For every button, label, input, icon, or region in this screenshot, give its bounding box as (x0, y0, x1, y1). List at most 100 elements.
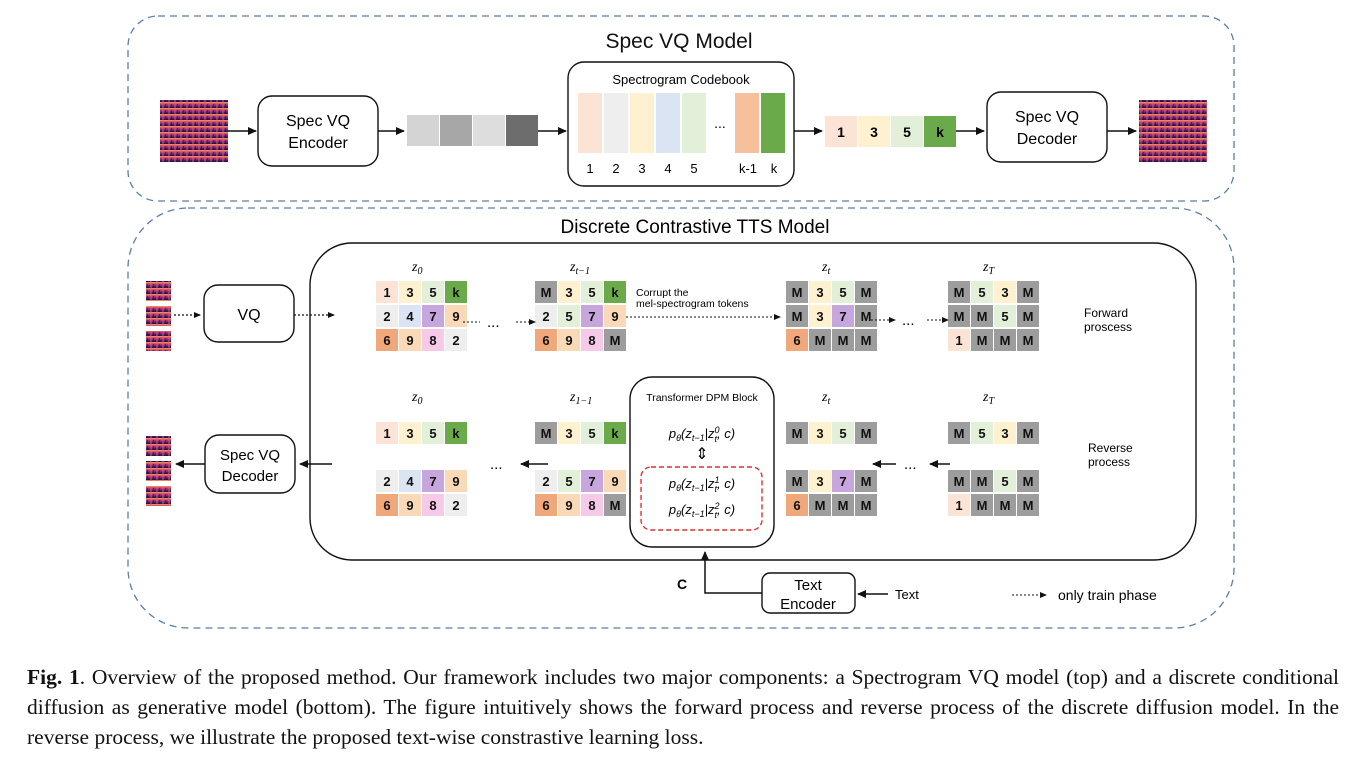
token-cell-label: M (838, 333, 849, 348)
reverse-ellipsis-1: ... (904, 456, 917, 473)
codebook-label-1: 1 (586, 161, 593, 176)
token-cell (855, 305, 877, 327)
token-cell-label: M (792, 426, 803, 441)
token-cell-label: 1 (383, 285, 390, 300)
text-encoder-box (761, 572, 856, 614)
token-cell-label: k (611, 426, 619, 441)
spec-vq-encoder-label-1: Spec VQ (286, 113, 350, 130)
token-cell (558, 305, 580, 327)
codebook-ellipsis: ... (714, 115, 726, 131)
forward-ellipsis-2: ... (902, 312, 915, 329)
token-cell-label: 9 (452, 309, 459, 324)
svg-text:z0: z0 (411, 260, 422, 277)
token-cell (971, 422, 993, 444)
token-cell-label: 2 (452, 498, 459, 513)
token-cell-label: 5 (1001, 474, 1008, 489)
token-cell (399, 470, 421, 492)
token-cell (855, 422, 877, 444)
token-cell (558, 470, 580, 492)
legend-label: only train phase (1058, 587, 1157, 603)
token-cell-label: M (861, 474, 872, 489)
svg-text:zT: zT (982, 390, 995, 407)
token-cell (399, 281, 421, 303)
token-cell (445, 494, 467, 516)
codebook-label-3: 3 (638, 161, 645, 176)
token-cell-label: M (1023, 474, 1034, 489)
token-cell-label: 4 (406, 474, 414, 489)
token-cell-label: M (792, 285, 803, 300)
token-cell-label: 5 (429, 426, 436, 441)
spec-vq-decoder-bottom-label-1: Spec VQ (220, 447, 280, 464)
token-cell-label: M (954, 285, 965, 300)
token-cell (581, 422, 603, 444)
token-cell (445, 281, 467, 303)
token-cell (809, 494, 831, 516)
token-cell (558, 281, 580, 303)
token-cell-label: 2 (452, 333, 459, 348)
spec-vq-decoder-top-label-2: Decoder (1017, 131, 1078, 148)
token-cell (558, 494, 580, 516)
spec-vq-decoder-bottom-label-2: Decoder (222, 468, 279, 485)
token-cell-label: 6 (383, 333, 390, 348)
token-cell-label: 6 (542, 498, 549, 513)
tts-model-title: Discrete Contrastive TTS Model (561, 217, 830, 238)
token-cell (809, 329, 831, 351)
reverse-headers: z0 z1−1 zt zT (411, 390, 995, 407)
method-overview-figure: Spec VQ Model Spec VQ Encoder Spectrogra… (127, 15, 1235, 629)
svg-text:zt−1: zt−1 (569, 260, 590, 277)
token-cell-label: M (1000, 333, 1011, 348)
text-input-label: Text (895, 587, 919, 602)
token-cell-label: M (977, 333, 988, 348)
token-cell-label: M (792, 309, 803, 324)
token-cell (558, 329, 580, 351)
token-cell (786, 422, 808, 444)
token-cell (809, 281, 831, 303)
output-spectrogram-image (1139, 100, 1207, 162)
token-cell-label: 5 (588, 285, 595, 300)
token-cell-label: 6 (793, 498, 800, 513)
token-cell-label: 1 (955, 498, 962, 513)
token-cell (786, 305, 808, 327)
caption-label: Fig. 1 (27, 665, 80, 689)
token-cell (445, 329, 467, 351)
token-cell (971, 494, 993, 516)
corrupt-label-1: Corrupt the (636, 287, 689, 299)
token-cell (376, 329, 398, 351)
vq-box (203, 284, 295, 343)
token-cell (971, 329, 993, 351)
token-cell-label: M (1023, 426, 1034, 441)
token-cell (399, 305, 421, 327)
token-cell-label: k (611, 285, 619, 300)
token-cell (1017, 329, 1039, 351)
token-cell (948, 494, 970, 516)
quantized-token-sequence: 1 3 5 k (825, 116, 956, 147)
token-cell-label: 5 (429, 285, 436, 300)
codebook-entries (578, 93, 785, 153)
token-cell-label: 3 (816, 285, 823, 300)
token-cell (855, 329, 877, 351)
token-cell (399, 329, 421, 351)
token-cell (535, 422, 557, 444)
token-cell (971, 305, 993, 327)
token-cell-label: M (954, 474, 965, 489)
token-cell (832, 281, 854, 303)
token-cell (581, 281, 603, 303)
token-cell-label: M (977, 474, 988, 489)
token-cell-label: 7 (429, 474, 436, 489)
token-cell (604, 470, 626, 492)
token-cell-label: 7 (839, 309, 846, 324)
contrast-arrow-icon: ⇕ (695, 446, 708, 463)
token-cell-label: 3 (1001, 285, 1008, 300)
svg-text:zt: zt (821, 390, 830, 407)
token-cell (994, 470, 1016, 492)
output-spectrogram-stack (146, 436, 171, 506)
token-cell-label: M (977, 309, 988, 324)
token-cell-label: 6 (793, 333, 800, 348)
token-cell (445, 422, 467, 444)
token-cell (581, 494, 603, 516)
token-cell (604, 422, 626, 444)
codebook-title: Spectrogram Codebook (612, 72, 750, 87)
token-cell-label: 9 (611, 309, 618, 324)
